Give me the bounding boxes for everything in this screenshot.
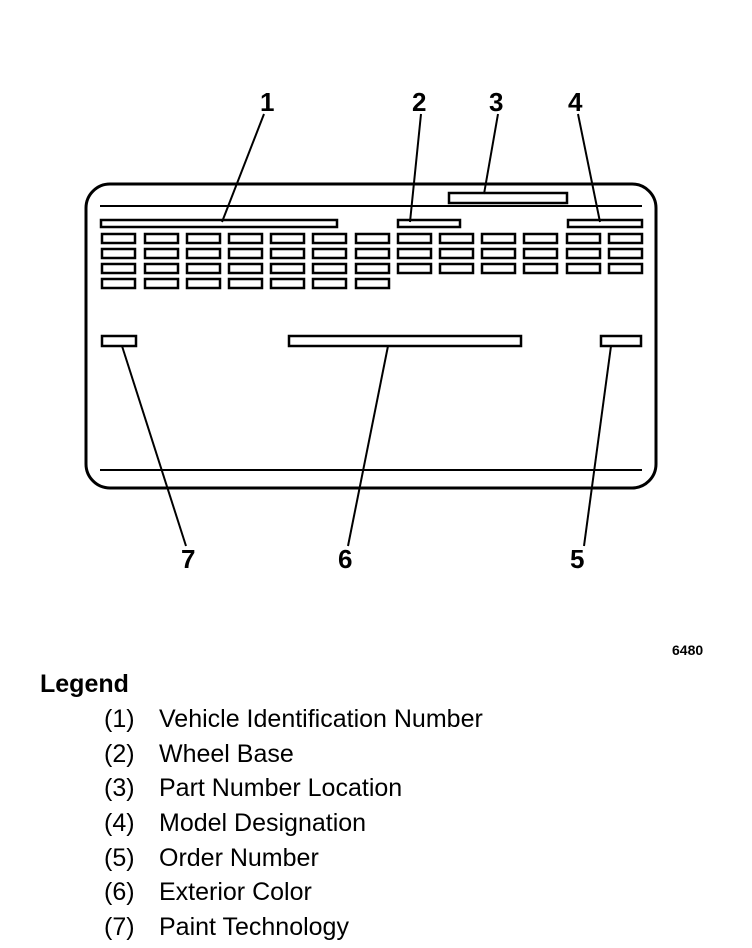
option-code-box	[143, 232, 180, 245]
option-code-box	[354, 277, 391, 290]
legend-item-text: Exterior Color	[159, 878, 312, 907]
callout-4: 4	[568, 87, 583, 117]
option-code-box	[607, 262, 644, 275]
legend-item-number: (7)	[104, 913, 135, 942]
legend-item: (3) Part Number Location	[104, 771, 483, 806]
legend-list: (1) Vehicle Identification Number (2) Wh…	[104, 702, 483, 945]
legend-item-text: Vehicle Identification Number	[159, 705, 483, 733]
option-code-box	[100, 247, 137, 260]
label-diagram: 1 2 3 4 5 6 7 6480	[84, 87, 703, 658]
option-code-box	[185, 247, 222, 260]
callout-7: 7	[181, 544, 195, 574]
option-code-box	[607, 247, 644, 260]
option-code-box	[522, 232, 559, 245]
option-code-box	[565, 247, 602, 260]
option-code-box	[143, 247, 180, 260]
option-code-box	[185, 232, 222, 245]
option-code-box	[100, 262, 137, 275]
option-code-box	[607, 232, 644, 245]
callout-6: 6	[338, 544, 352, 574]
option-code-box	[396, 247, 433, 260]
option-code-box	[185, 262, 222, 275]
vin-bar	[99, 218, 339, 229]
legend-item: (2) Wheel Base	[104, 737, 483, 772]
callout-5: 5	[570, 544, 584, 574]
legend-item: (1) Vehicle Identification Number	[104, 702, 483, 737]
option-code-box	[354, 262, 391, 275]
exterior-color-bar	[287, 334, 523, 348]
option-code-box	[522, 262, 559, 275]
option-code-box	[396, 262, 433, 275]
option-code-box	[438, 232, 475, 245]
legend-item: (4) Model Designation	[104, 806, 483, 841]
option-code-box	[100, 277, 137, 290]
callout-2: 2	[412, 87, 426, 117]
leader-line-1	[221, 113, 265, 223]
legend-item-number: (5)	[104, 843, 135, 872]
wheel-base-bar	[396, 218, 462, 229]
legend-item: (7) Paint Technology	[104, 910, 483, 945]
legend-item: (5) Order Number	[104, 841, 483, 876]
legend-item-number: (1)	[104, 705, 135, 733]
option-code-box	[143, 277, 180, 290]
paint-technology-box	[100, 334, 138, 348]
option-code-box	[311, 277, 348, 290]
option-code-box	[227, 262, 264, 275]
option-code-box	[311, 247, 348, 260]
option-code-box	[269, 262, 306, 275]
option-code-box	[480, 262, 517, 275]
option-code-box	[227, 247, 264, 260]
part-number-bar	[447, 191, 569, 205]
option-code-box	[565, 262, 602, 275]
legend-item-text: Model Designation	[159, 809, 367, 838]
model-designation-bar	[566, 218, 644, 229]
legend-item-number: (4)	[104, 809, 135, 838]
leader-line-4	[577, 113, 601, 223]
leader-line-6	[347, 345, 389, 547]
option-code-box	[227, 232, 264, 245]
option-code-box	[269, 277, 306, 290]
legend-item: (6) Exterior Color	[104, 875, 483, 910]
option-code-box	[354, 247, 391, 260]
legend-item-number: (3)	[104, 774, 135, 803]
option-code-box	[100, 232, 137, 245]
option-code-box	[522, 247, 559, 260]
option-code-box	[438, 247, 475, 260]
option-code-box	[354, 232, 391, 245]
legend-item-text: Order Number	[159, 843, 319, 872]
option-code-box	[438, 262, 475, 275]
figure-id: 6480	[672, 642, 703, 658]
option-code-box	[269, 232, 306, 245]
leader-line-7	[121, 345, 187, 547]
legend-item-text: Part Number Location	[159, 774, 403, 803]
option-code-box	[311, 262, 348, 275]
option-code-box	[311, 232, 348, 245]
legend-item-number: (2)	[104, 739, 135, 768]
option-code-box	[227, 277, 264, 290]
option-code-box	[480, 247, 517, 260]
option-code-box	[396, 232, 433, 245]
option-code-box	[565, 232, 602, 245]
option-code-box	[185, 277, 222, 290]
leader-line-2	[409, 113, 422, 223]
option-code-box	[143, 262, 180, 275]
callout-1: 1	[260, 87, 274, 117]
order-number-box	[599, 334, 643, 348]
callout-3: 3	[489, 87, 503, 117]
option-code-box	[480, 232, 517, 245]
legend-item-text: Wheel Base	[159, 739, 294, 768]
leader-line-5	[583, 345, 612, 547]
legend-title: Legend	[40, 670, 129, 698]
option-code-grid	[100, 232, 644, 290]
leader-line-3	[483, 113, 499, 195]
legend-item-number: (6)	[104, 878, 135, 907]
option-code-box	[269, 247, 306, 260]
legend-item-text: Paint Technology	[159, 913, 349, 942]
